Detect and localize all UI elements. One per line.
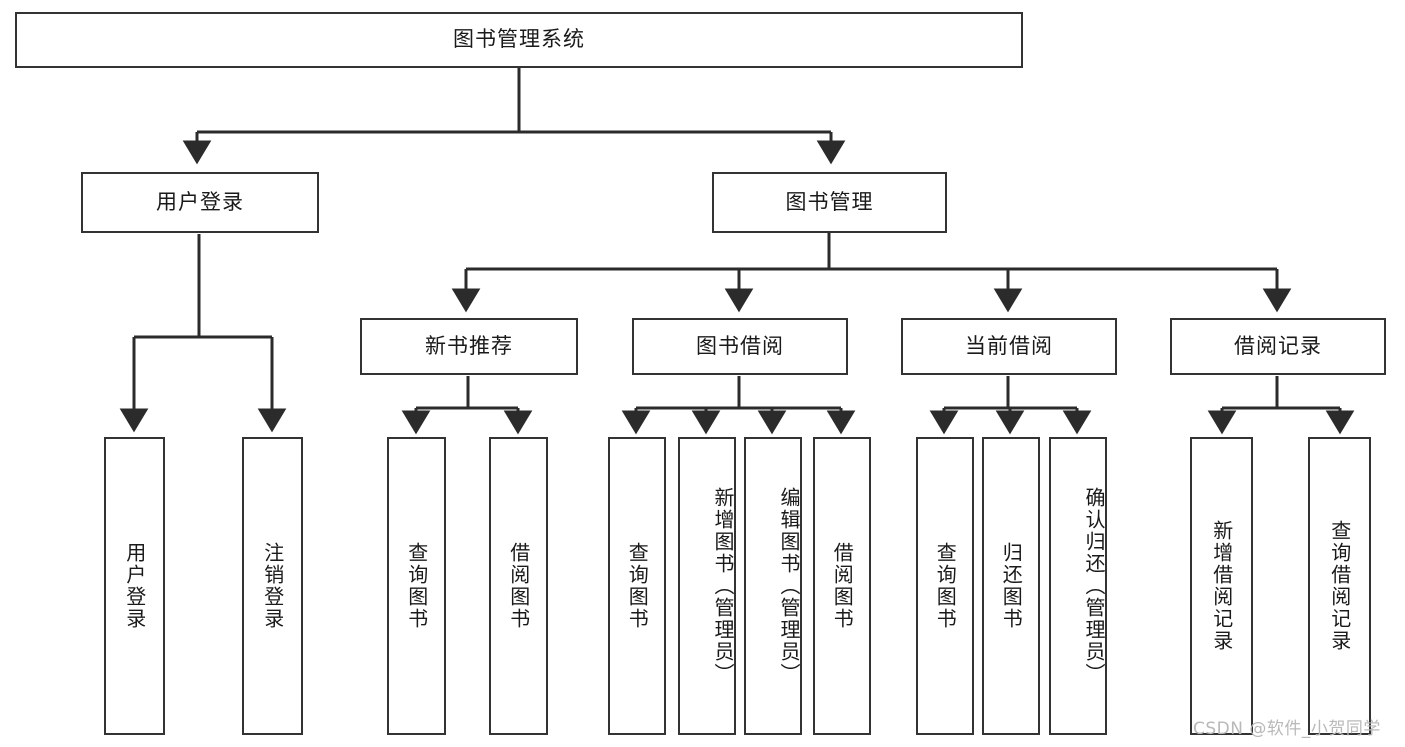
node-leaf-user-login-label: 用户登录 [122,542,147,630]
node-leaf-user-login[interactable]: 用户登录 [104,437,165,735]
node-current-borrow-label: 当前借阅 [965,333,1053,358]
node-leaf-user-logout-label: 注销登录 [260,542,285,630]
node-borrow-record[interactable]: 借阅记录 [1170,318,1386,375]
node-new-book-recommend-label: 新书推荐 [425,333,513,358]
node-leaf-add-borrow-record[interactable]: 新增借阅记录 [1190,437,1253,735]
node-book-manage[interactable]: 图书管理 [712,172,947,233]
node-leaf-borrow-book-label: 借阅图书 [830,542,855,630]
node-leaf-return-book[interactable]: 归还图书 [982,437,1040,735]
csdn-watermark: CSDN @软件_小贺同学 [1193,719,1381,739]
node-book-borrow-label: 图书借阅 [696,333,784,358]
node-leaf-return-book-label: 归还图书 [999,542,1024,630]
node-leaf-query-book-borrow[interactable]: 查询图书 [608,437,666,735]
node-user-login-label: 用户登录 [156,189,244,214]
node-leaf-add-book[interactable]: 新增图书（管理员） [678,437,736,735]
node-leaf-edit-book[interactable]: 编辑图书（管理员） [744,437,802,735]
node-current-borrow[interactable]: 当前借阅 [901,318,1117,375]
node-user-login[interactable]: 用户登录 [81,172,319,233]
node-leaf-query-book-current[interactable]: 查询图书 [916,437,974,735]
node-root-label: 图书管理系统 [453,27,585,52]
node-leaf-query-book-rec[interactable]: 查询图书 [387,437,446,735]
node-borrow-record-label: 借阅记录 [1234,333,1322,358]
node-leaf-borrow-book-rec-label: 借阅图书 [506,542,531,630]
node-leaf-borrow-book[interactable]: 借阅图书 [813,437,871,735]
node-leaf-edit-book-label: 编辑图书（管理员） [777,487,801,685]
node-leaf-user-logout[interactable]: 注销登录 [242,437,303,735]
node-leaf-confirm-return[interactable]: 确认归还（管理员） [1049,437,1107,735]
node-leaf-query-borrow-record[interactable]: 查询借阅记录 [1308,437,1371,735]
node-leaf-borrow-book-rec[interactable]: 借阅图书 [489,437,548,735]
node-leaf-add-borrow-record-label: 新增借阅记录 [1209,520,1234,652]
node-leaf-query-book-rec-label: 查询图书 [404,542,429,630]
node-root-system[interactable]: 图书管理系统 [15,12,1023,68]
node-leaf-query-book-current-label: 查询图书 [933,542,958,630]
node-new-book-recommend[interactable]: 新书推荐 [360,318,578,375]
node-leaf-add-book-label: 新增图书（管理员） [711,487,735,685]
node-leaf-query-borrow-record-label: 查询借阅记录 [1327,520,1352,652]
node-leaf-query-book-borrow-label: 查询图书 [625,542,650,630]
node-book-borrow[interactable]: 图书借阅 [632,318,848,375]
node-leaf-confirm-return-label: 确认归还（管理员） [1082,487,1106,685]
node-book-manage-label: 图书管理 [785,189,874,214]
